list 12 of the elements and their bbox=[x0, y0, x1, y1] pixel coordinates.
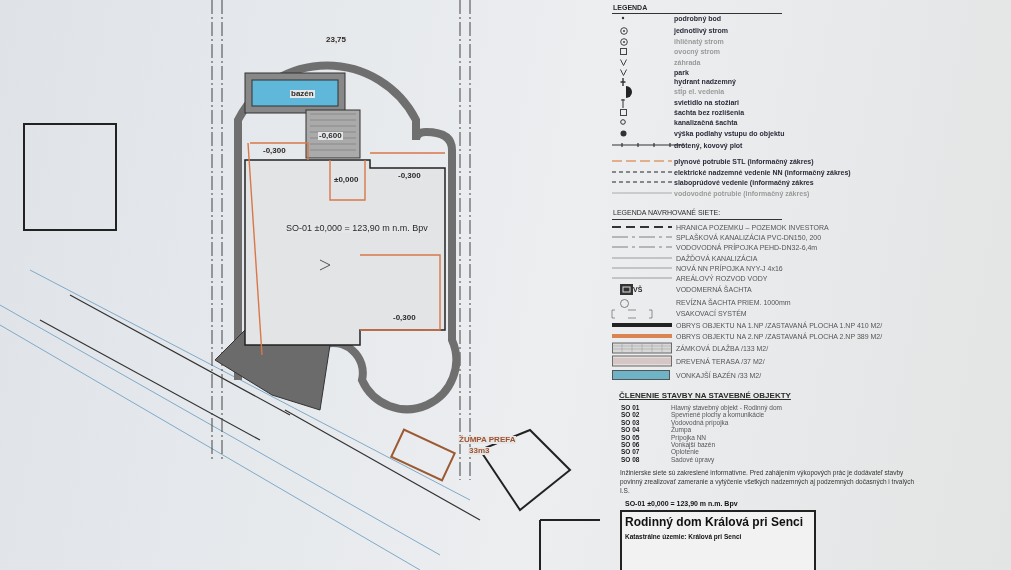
level-mark: -0,300 bbox=[397, 172, 422, 180]
section-heading: ČLENENIE STAVBY NA STAVEBNÉ OBJEKTY bbox=[618, 392, 792, 400]
dimension-text: 23,75 bbox=[325, 36, 348, 44]
elevation-note: SO-01 ±0,000 = 123,90 m n.m. Bpv bbox=[285, 224, 429, 233]
tank-volume: 33m3 bbox=[468, 447, 491, 455]
pool-label: bazén bbox=[290, 90, 315, 98]
project-title: Rodinný dom Králová pri Senci bbox=[625, 516, 804, 528]
level-mark: -0,300 bbox=[262, 147, 287, 155]
tank-label: ŽUMPA PREFA bbox=[458, 436, 517, 444]
level-mark: -0,600 bbox=[318, 132, 343, 140]
level-mark: -0,300 bbox=[392, 314, 417, 322]
level-mark: ±0,000 bbox=[333, 176, 360, 184]
